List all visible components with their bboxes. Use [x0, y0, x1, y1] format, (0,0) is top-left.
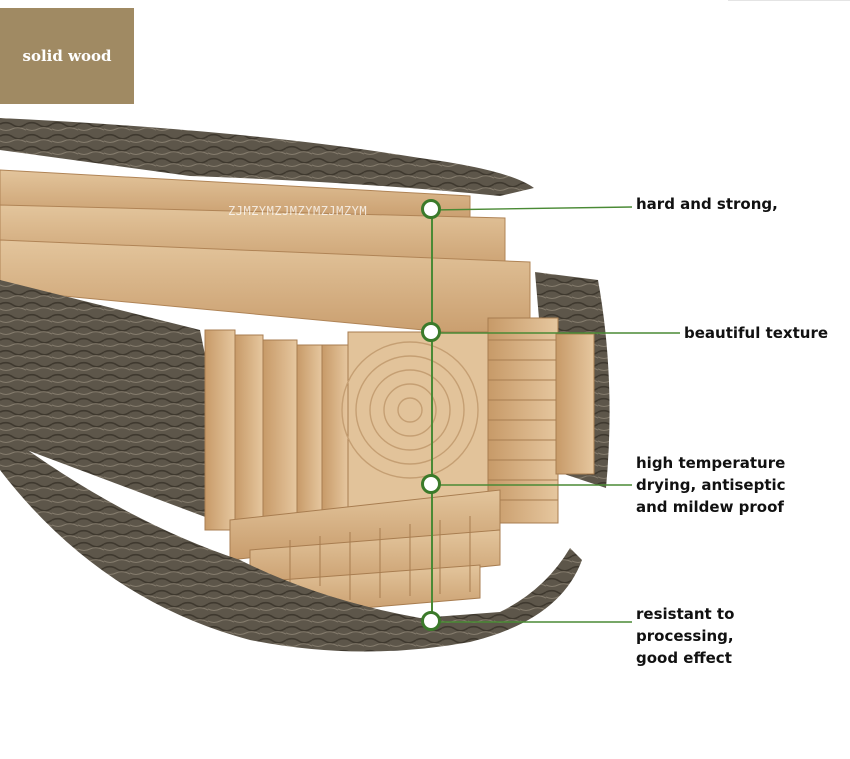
callout-line: drying, antiseptic [636, 476, 786, 494]
marker-dot-2 [421, 322, 441, 342]
solid-wood-badge: solid wood [0, 8, 134, 104]
bark-top [0, 118, 534, 196]
badge-label: solid wood [22, 47, 112, 65]
callout-line: good effect [636, 649, 732, 667]
top-divider [728, 0, 850, 1]
leader-lines [431, 206, 680, 623]
marker-dot-1 [421, 199, 441, 219]
callout-line: beautiful texture [684, 324, 829, 342]
vertical-boards [204, 329, 349, 541]
callout-hard-strong: hard and strong, [636, 193, 778, 215]
callout-beautiful-texture: beautiful texture [684, 322, 828, 344]
marker-dot-4 [421, 611, 441, 631]
callout-line: high temperature [636, 454, 786, 472]
beam-end [341, 331, 489, 508]
callout-line: resistant to [636, 605, 735, 623]
marker-dot-3 [421, 474, 441, 494]
watermark-text: ZJMZYMZJMZYMZJMZYM [228, 204, 368, 218]
callout-processing: resistant to processing, good effect [636, 603, 734, 669]
log-body [0, 280, 240, 530]
callout-line: processing, [636, 627, 734, 645]
board-stack-right [487, 317, 595, 524]
callout-line: and mildew proof [636, 498, 784, 516]
bark-bottom [0, 430, 582, 652]
callout-drying: high temperature drying, antiseptic and … [636, 452, 786, 518]
callout-line: hard and strong, [636, 195, 778, 213]
